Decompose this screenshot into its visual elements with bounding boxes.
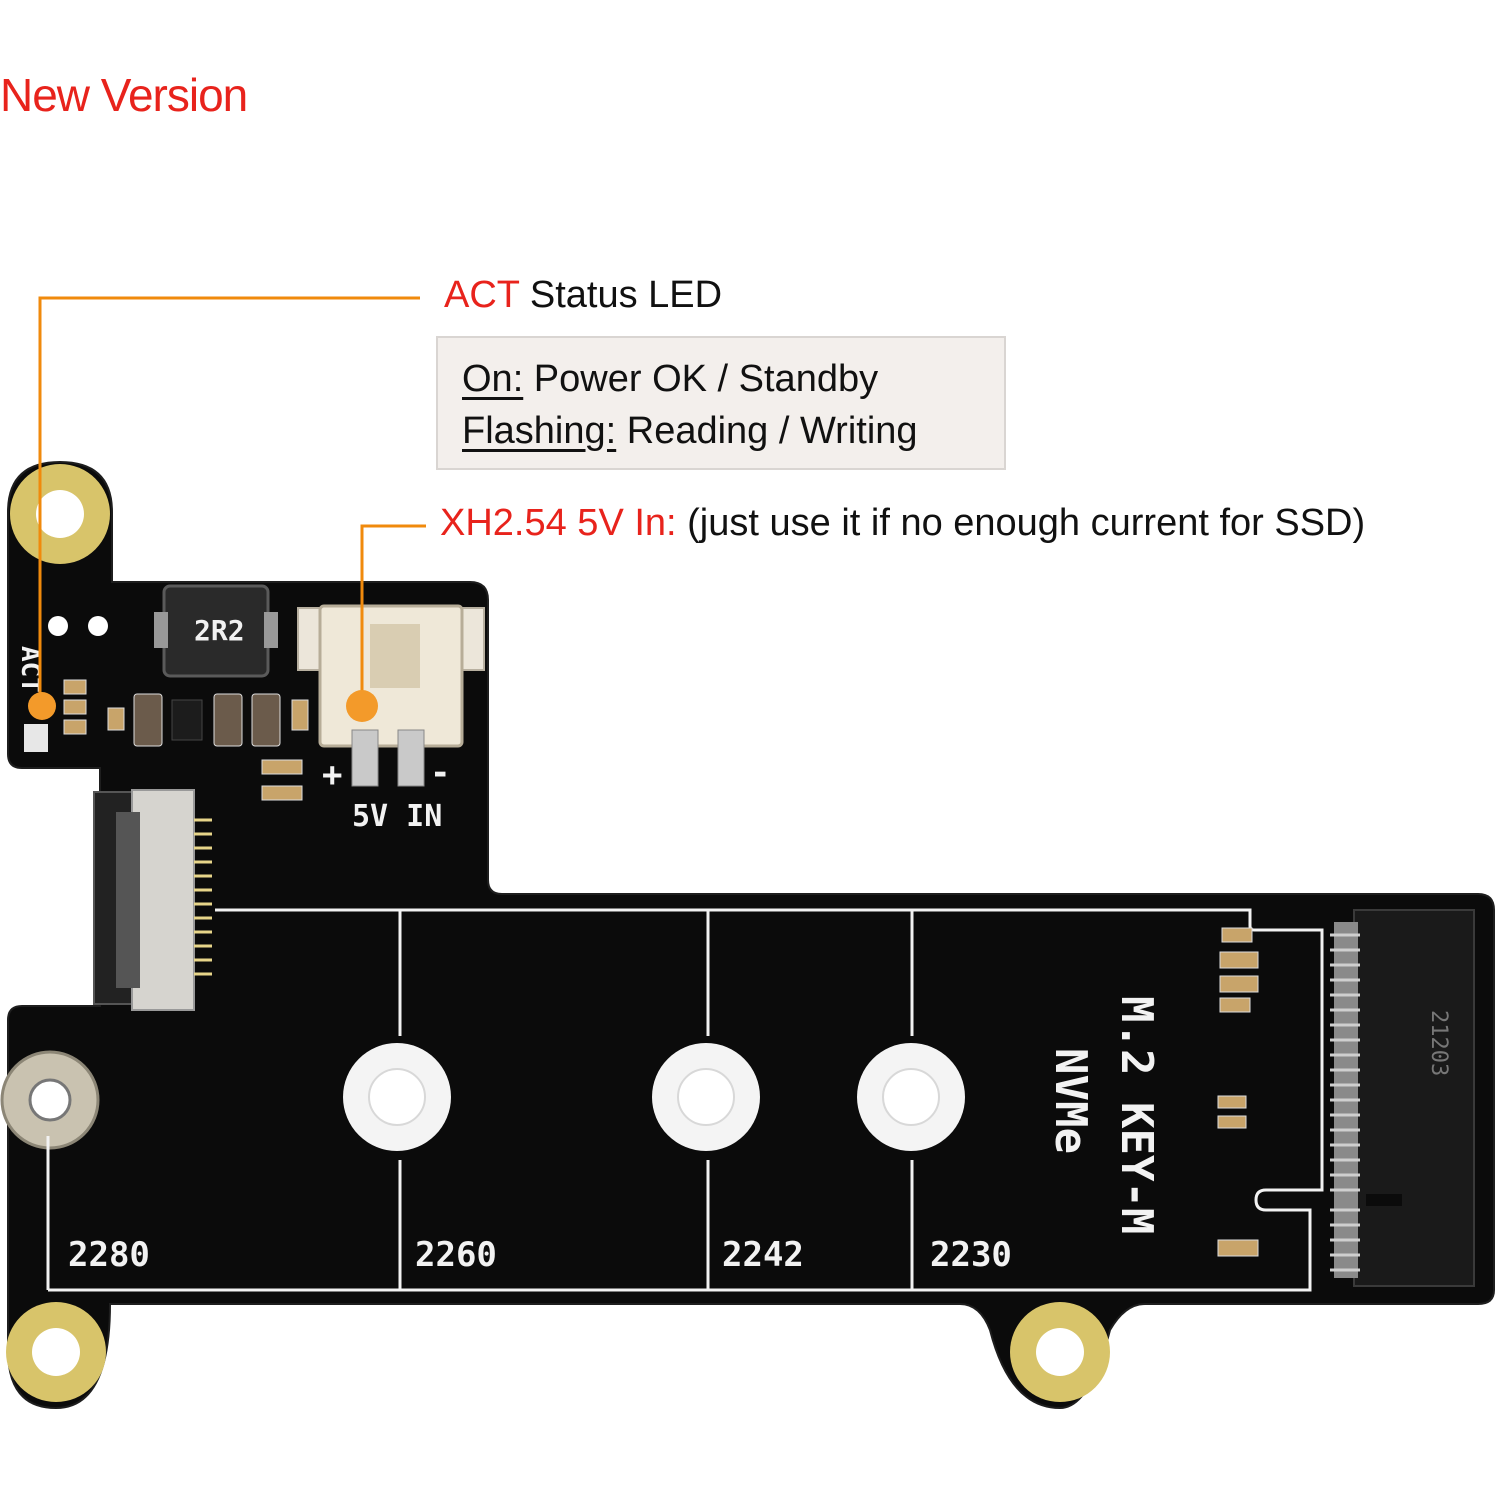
- mounting-hole-bottom-left: [6, 1302, 106, 1402]
- m2-slot: 21203: [1330, 909, 1475, 1287]
- act-label-rest: Status LED: [519, 274, 723, 316]
- act-flashing-key: Flashing:: [462, 410, 617, 452]
- act-on-value: Power OK / Standby: [523, 358, 879, 400]
- inductor-label: 2R2: [194, 614, 245, 647]
- power-in-marking: 5V IN: [352, 799, 442, 834]
- act-flashing-value: Reading / Writing: [616, 410, 918, 452]
- mounting-hole-top-left: [10, 464, 110, 564]
- minus-marking: -: [430, 753, 450, 793]
- screw-hole-2260: [343, 1043, 451, 1151]
- size-label-2242: 2242: [722, 1235, 804, 1275]
- act-led-heading: ACT Status LED: [444, 274, 722, 317]
- plus-marking: +: [322, 755, 342, 795]
- standoff-left: [0, 1050, 100, 1150]
- act-on-line: On: Power OK / Standby: [462, 358, 878, 401]
- inductor-2r2: 2R2: [154, 584, 278, 678]
- act-status-box: On: Power OK / Standby Flashing: Reading…: [436, 336, 1006, 470]
- screw-hole-2242: [652, 1043, 760, 1151]
- mounting-hole-bottom-right: [1010, 1302, 1110, 1402]
- act-flashing-line: Flashing: Reading / Writing: [462, 410, 918, 453]
- screw-hole-2230: [857, 1043, 965, 1151]
- size-label-2260: 2260: [415, 1235, 497, 1275]
- power-input-label: XH2.54 5V In:: [440, 502, 677, 544]
- version-title: New Version: [0, 69, 248, 121]
- slot-code-label: 21203: [1426, 1010, 1451, 1076]
- fpc-ribbon-connector: [93, 789, 212, 1011]
- act-on-key: On:: [462, 358, 524, 400]
- size-label-2280: 2280: [68, 1235, 150, 1275]
- power-input-heading: XH2.54 5V In: (just use it if no enough …: [440, 502, 1365, 545]
- xh254-power-connector: [297, 604, 485, 787]
- act-label: ACT: [444, 274, 520, 316]
- power-input-note: (just use it if no enough current for SS…: [676, 502, 1366, 544]
- power-leader-line: [346, 524, 426, 722]
- nvme-key-label: M.2 KEY-M: [1111, 996, 1162, 1234]
- smd-components-left: [63, 679, 309, 801]
- act-leader-line: [28, 296, 420, 720]
- act-led: [24, 724, 48, 752]
- smd-components-right: [1217, 927, 1259, 1257]
- nvme-label: NVMe: [1045, 1048, 1096, 1154]
- size-label-2230: 2230: [930, 1235, 1012, 1275]
